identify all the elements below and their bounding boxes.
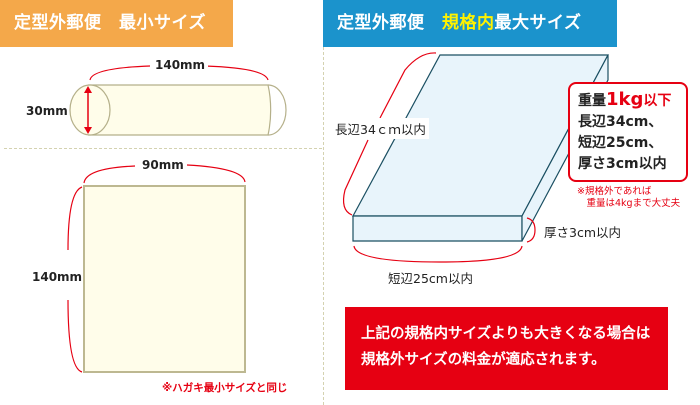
header-minimum-size: 定型外郵便 最小サイズ [0,0,233,47]
weight-info-box: 重量1kg以下 長辺34cm、 短辺25cm、 厚さ3cm以内 [568,82,688,182]
header-maximum-size: 定型外郵便 規格内最大サイズ [323,0,617,47]
cylinder-length-label: 140mm [152,58,209,72]
sheet-height-label: 140mm [32,270,83,284]
sheet-width-label: 90mm [142,158,184,172]
non-standard-weight-note: ※規格外であれば 重量は4kgまで大丈夫 [577,186,681,209]
cylinder-icon [69,65,287,136]
banner-line-1: 上記の規格内サイズよりも大きくなる場合は [361,326,651,342]
header-highlight: 規格内 [442,13,495,33]
thickness-label: 厚さ3cm以内 [544,225,622,240]
cylinder-diameter-label: 30mm [26,104,68,118]
header-suffix: 最大サイズ [494,13,582,33]
short-side-limit: 短辺25cm、 [578,135,663,151]
long-side-limit: 長辺34cm、 [578,114,663,130]
header-prefix: 定型外郵便 [337,13,442,33]
oversize-warning-banner: 上記の規格内サイズよりも大きくなる場合は 規格外サイズの料金が適応されます。 [345,307,668,390]
thickness-limit: 厚さ3cm以内 [578,156,667,172]
banner-line-2: 規格外サイズの料金が適応されます。 [361,352,606,368]
vertical-divider [323,47,324,405]
long-side-label: 長辺34ｃｍ以内 [332,118,429,139]
weight-line: 重量1kg以下 [578,89,672,110]
horizontal-divider [4,148,322,149]
short-side-label: 短辺25cm以内 [388,271,473,286]
postcard-note: ※ハガキ最小サイズと同じ [162,382,288,394]
postcard-sheet-icon [67,164,246,373]
